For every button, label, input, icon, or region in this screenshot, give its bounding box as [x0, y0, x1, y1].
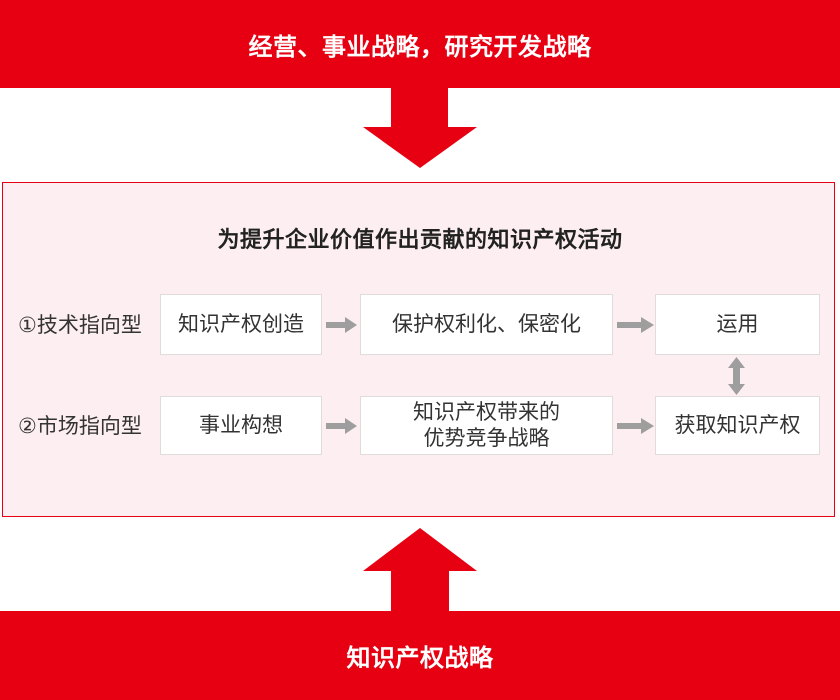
top-banner-label: 经营、事业战略，研究开发战略: [248, 33, 592, 61]
flow-box-utilization: 运用: [655, 294, 820, 355]
bottom-banner-label: 知识产权战略: [346, 645, 494, 672]
down-arrow-icon: [363, 88, 477, 168]
flow-box-ip-creation: 知识产权创造: [160, 294, 322, 355]
bottom-strategy-banner: 知识产权战略: [0, 611, 840, 700]
right-arrow-icon: [617, 418, 654, 434]
flow-box-acquire-ip: 获取知识产权: [655, 396, 820, 455]
right-arrow-icon: [617, 317, 654, 333]
flow-box-competitive-strategy: 知识产权带来的 优势竞争战略: [360, 396, 613, 455]
flow-box-protection: 保护权利化、保密化: [360, 294, 613, 355]
row-label-tech-oriented: ①技术指向型: [18, 314, 142, 337]
right-arrow-icon: [326, 317, 357, 333]
top-strategy-banner: 经营、事业战略，研究开发战略: [0, 0, 840, 88]
right-arrow-icon: [326, 418, 357, 434]
flow-box-business-concept: 事业构想: [160, 396, 322, 455]
row-label-market-oriented: ②市场指向型: [18, 415, 142, 438]
vertical-double-arrow-icon: [728, 357, 745, 395]
up-arrow-icon: [363, 528, 477, 611]
panel-title: 为提升企业价值作出贡献的知识产权活动: [217, 227, 623, 252]
